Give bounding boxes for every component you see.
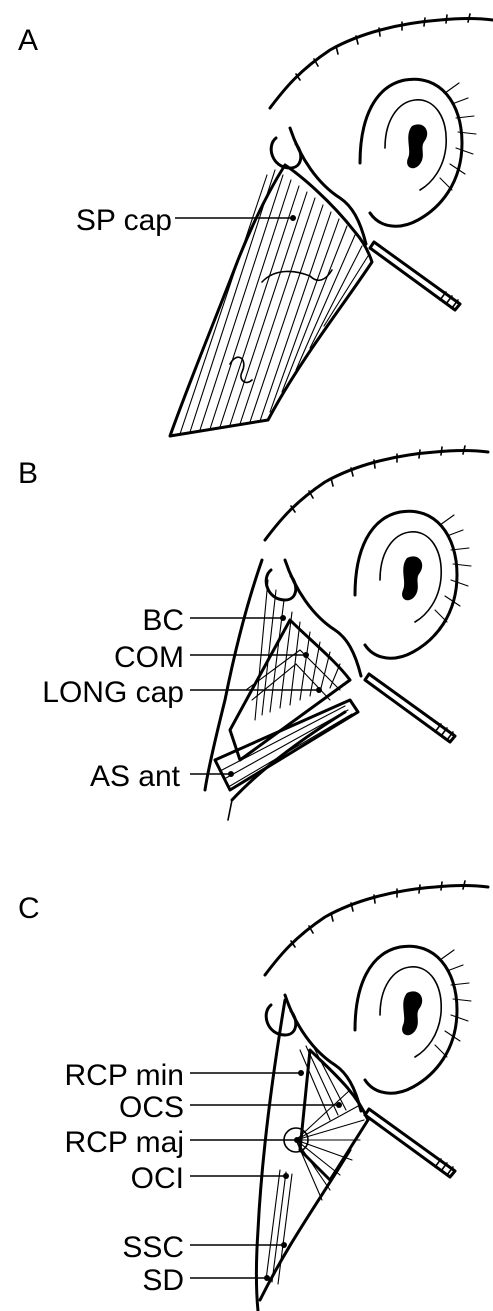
label-long-cap: LONG cap	[42, 676, 184, 709]
panel-b: B BC COM LONG cap AS ant	[18, 446, 488, 820]
panel-a-letter: A	[18, 24, 38, 57]
label-rcp-maj: RCP maj	[65, 1126, 184, 1159]
label-sp-cap: SP cap	[76, 204, 172, 237]
label-ssc: SSC	[122, 1231, 184, 1264]
label-rcp-min: RCP min	[65, 1059, 184, 1092]
panel-c-letter: C	[18, 892, 40, 925]
label-bc: BC	[142, 604, 184, 637]
panel-b-letter: B	[18, 457, 38, 490]
splenius-capitis-muscle	[170, 165, 372, 436]
label-as-ant: AS ant	[90, 760, 181, 793]
label-com: COM	[114, 641, 184, 674]
panel-a: A SP cap	[18, 14, 493, 436]
label-ocs: OCS	[119, 1091, 184, 1124]
label-oci: OCI	[131, 1162, 184, 1195]
panel-c: C RCP min OCS RCP maj OCI SS	[18, 881, 488, 1311]
label-sd: SD	[142, 1264, 184, 1297]
